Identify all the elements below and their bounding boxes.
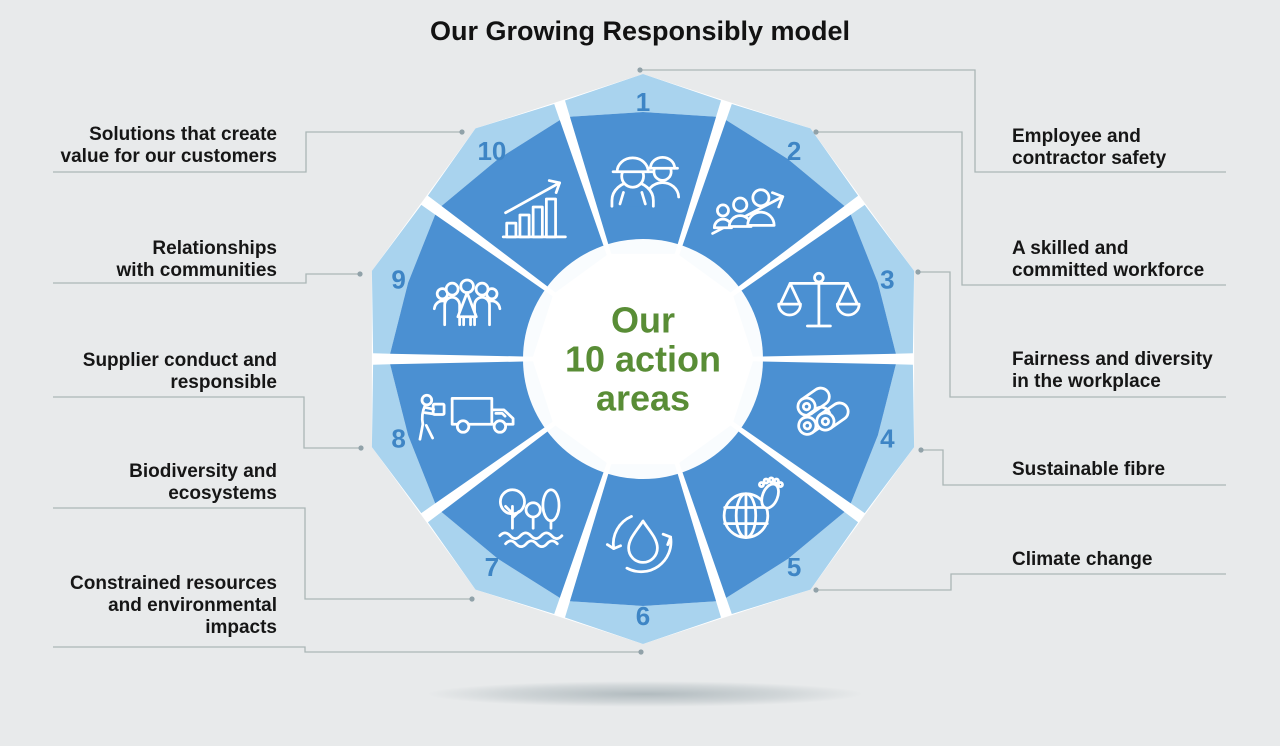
segment-number: 10 [477, 136, 506, 166]
segment-6 [569, 464, 717, 606]
connector-dot-5 [813, 587, 819, 593]
segment-number: 4 [880, 423, 895, 453]
action-label-4: Sustainable fibre [1012, 459, 1166, 480]
action-label-8: Supplier conduct and responsible [82, 350, 277, 393]
segment-number: 6 [636, 601, 650, 631]
segment-number: 5 [787, 552, 801, 582]
segment-3-outer [850, 204, 915, 354]
community-icon [432, 278, 502, 327]
connector-dot-7 [469, 596, 475, 602]
trees-water-icon [498, 488, 564, 549]
connector-dot-2 [813, 129, 819, 135]
segment-number: 7 [485, 552, 499, 582]
connector-line-10 [53, 131, 462, 173]
segment-4-outer [850, 364, 915, 514]
segment-2-outer [726, 104, 859, 206]
segment-7-outer [427, 512, 560, 614]
growth-chart-icon [501, 179, 567, 239]
action-label-7: Biodiversity and ecosystems [129, 461, 277, 504]
connector-dot-3 [915, 269, 921, 275]
segment-1-outer [565, 74, 721, 117]
segment-7 [441, 425, 607, 598]
logs-icon [796, 386, 850, 436]
action-label-2: A skilled and committed workforce [1012, 238, 1205, 281]
connector-dot-6 [638, 649, 644, 655]
connector-dot-8 [358, 445, 364, 451]
segment-10-outer [427, 104, 560, 206]
segment-6-outer [565, 601, 721, 644]
connector-line-3 [918, 271, 1226, 398]
action-label-5: Climate change [1012, 549, 1153, 570]
page-title: Our Growing Responsibly model [429, 16, 851, 46]
connector-dot-4 [918, 447, 924, 453]
connector-line-5 [816, 573, 1226, 591]
action-label-3: Fairness and diversity in the workplace [1012, 349, 1213, 392]
segment-number: 2 [787, 136, 801, 166]
segment-number: 3 [880, 265, 894, 295]
connector-line-6 [53, 646, 641, 653]
connector-line-4 [921, 449, 1226, 486]
water-cycle-icon [605, 515, 673, 574]
segment-9-outer [371, 204, 436, 354]
center-label: Our 10 action areas [564, 299, 722, 419]
segment-number: 9 [391, 265, 405, 295]
scales-icon [777, 271, 861, 328]
connector-dot-10 [459, 129, 465, 135]
ground-shadow [427, 681, 863, 707]
segment-5 [679, 425, 845, 598]
globe-footprint-icon [722, 476, 784, 539]
workers-icon [610, 155, 681, 208]
action-label-6: Constrained resources and environmental … [70, 573, 277, 638]
action-label-9: Relationships with communities [116, 238, 277, 281]
connector-line-8 [53, 396, 361, 449]
action-label-10: Solutions that create value for our cust… [60, 124, 277, 167]
center-circle [523, 239, 763, 479]
segment-5-outer [726, 512, 859, 614]
segment-8-outer [371, 364, 436, 514]
delivery-truck-icon [418, 393, 515, 441]
segment-number: 8 [391, 423, 405, 453]
connector-dot-1 [637, 67, 643, 73]
connector-line-7 [53, 507, 472, 600]
connector-line-9 [53, 273, 360, 284]
segment-10 [441, 120, 607, 293]
segment-3 [733, 214, 896, 357]
action-label-1: Employee and contractor safety [1012, 126, 1167, 169]
segment-number: 1 [636, 87, 650, 117]
connector-line-1 [640, 69, 1226, 173]
connector-line-2 [816, 131, 1226, 286]
workforce-growth-icon [711, 188, 785, 235]
connector-dot-9 [357, 271, 363, 277]
